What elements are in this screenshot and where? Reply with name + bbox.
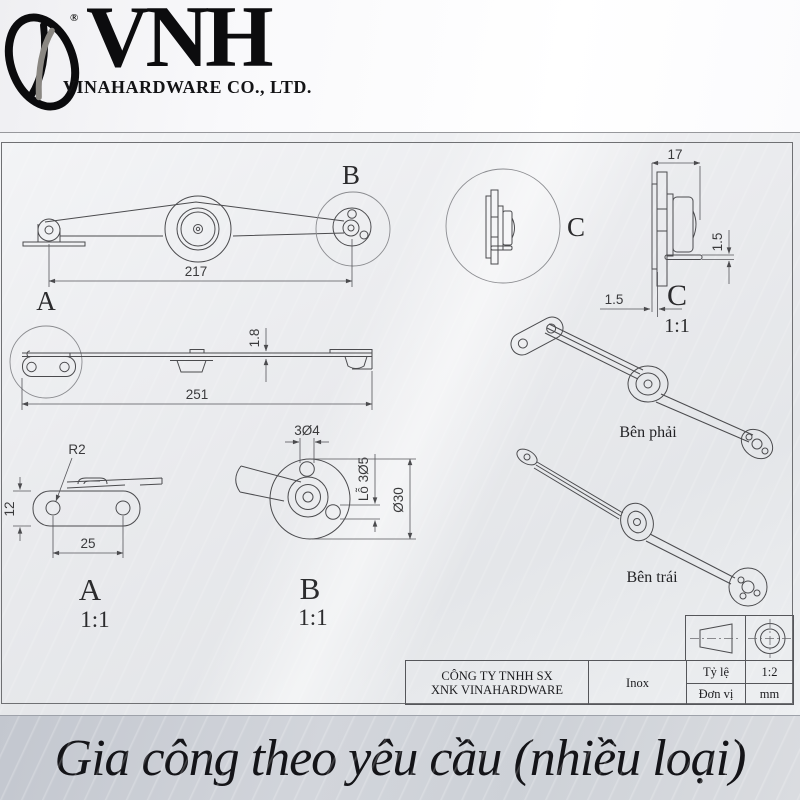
balloon-label-c: C [567,212,585,242]
logo-swoosh-icon [4,13,80,111]
sheet-top-border [0,132,800,133]
registered-mark: ® [70,12,79,24]
dim-25: 25 [80,536,95,551]
detail-c-scale: 1:1 [664,315,690,337]
balloon-label-a: A [36,286,56,316]
assembly-top-view: 251 1.8 [9,325,373,410]
dim-217: 217 [185,264,208,279]
detail-c-balloon: C [445,168,585,284]
dim-1-8: 1.8 [247,329,262,348]
detail-a-scale: 1:1 [80,607,109,632]
detail-b-scale: 1:1 [298,605,327,630]
dim-plate-1-5: 1.5 [605,292,624,307]
title-block: CÔNG TY TNHH SX XNK VINAHARDWARE Inox Tỷ… [405,660,794,705]
dim-12: 12 [2,501,17,516]
iso-left-caption: Bên trái [626,569,678,586]
scale-label-cell: Tỷ lệ [686,661,745,683]
iso-right-view: Bên phải [510,316,774,460]
assembly-side-view: 217 B A [22,160,391,316]
dim-251: 251 [186,387,209,402]
detail-c-label: C [667,279,687,312]
material-cell: Inox [588,661,686,704]
dim-3o4: 3Ø4 [294,423,320,438]
unit-value-cell: mm [745,682,793,704]
caption-separator [0,715,800,716]
caption-text: Gia công theo yêu cầu (nhiều loại) [54,729,747,787]
company-cell: CÔNG TY TNHH SX XNK VINAHARDWARE [406,661,588,704]
logo-band: ® VNH VINAHARDWARE CO., LTD. [0,0,800,132]
dim-r2: R2 [68,442,85,457]
company-line2: XNK VINAHARDWARE [430,682,564,697]
dim-17: 17 [667,147,682,162]
dim-pin-1-5: 1.5 [710,233,725,252]
drawing-frame [1,142,793,704]
unit-label-cell: Đơn vị [686,682,745,704]
scale-value-cell: 1:2 [745,661,793,683]
detail-a-label: A [79,572,102,607]
dim-o30: Ø30 [391,487,406,513]
detail-b-view: 3Ø4 Lỗ 3Ø5 Ø30 B 1:1 [235,423,416,630]
projection-symbol-circle-icon [745,616,793,661]
caption-band: Gia công theo yêu cầu (nhiều loại) [0,716,800,800]
dim-lo-3o5: Lỗ 3Ø5 [356,457,371,501]
iso-right-caption: Bên phải [619,424,677,441]
projection-symbol-box [685,615,794,661]
company-line1: CÔNG TY TNHH SX [441,668,553,683]
balloon-label-b: B [342,160,360,190]
drawing-linework: 217 B A 251 1.8 [2,147,774,632]
detail-c-view: 17 1.5 1.5 C 1:1 [600,147,734,337]
brand-text: VNH [86,0,274,86]
iso-left-view: Bên trái [516,448,768,607]
detail-b-label: B [300,571,321,606]
projection-symbol-cone-icon [686,616,745,661]
company-name-text: VINAHARDWARE CO., LTD. [63,77,312,97]
detail-a-view: R2 12 25 A 1:1 [2,442,163,632]
